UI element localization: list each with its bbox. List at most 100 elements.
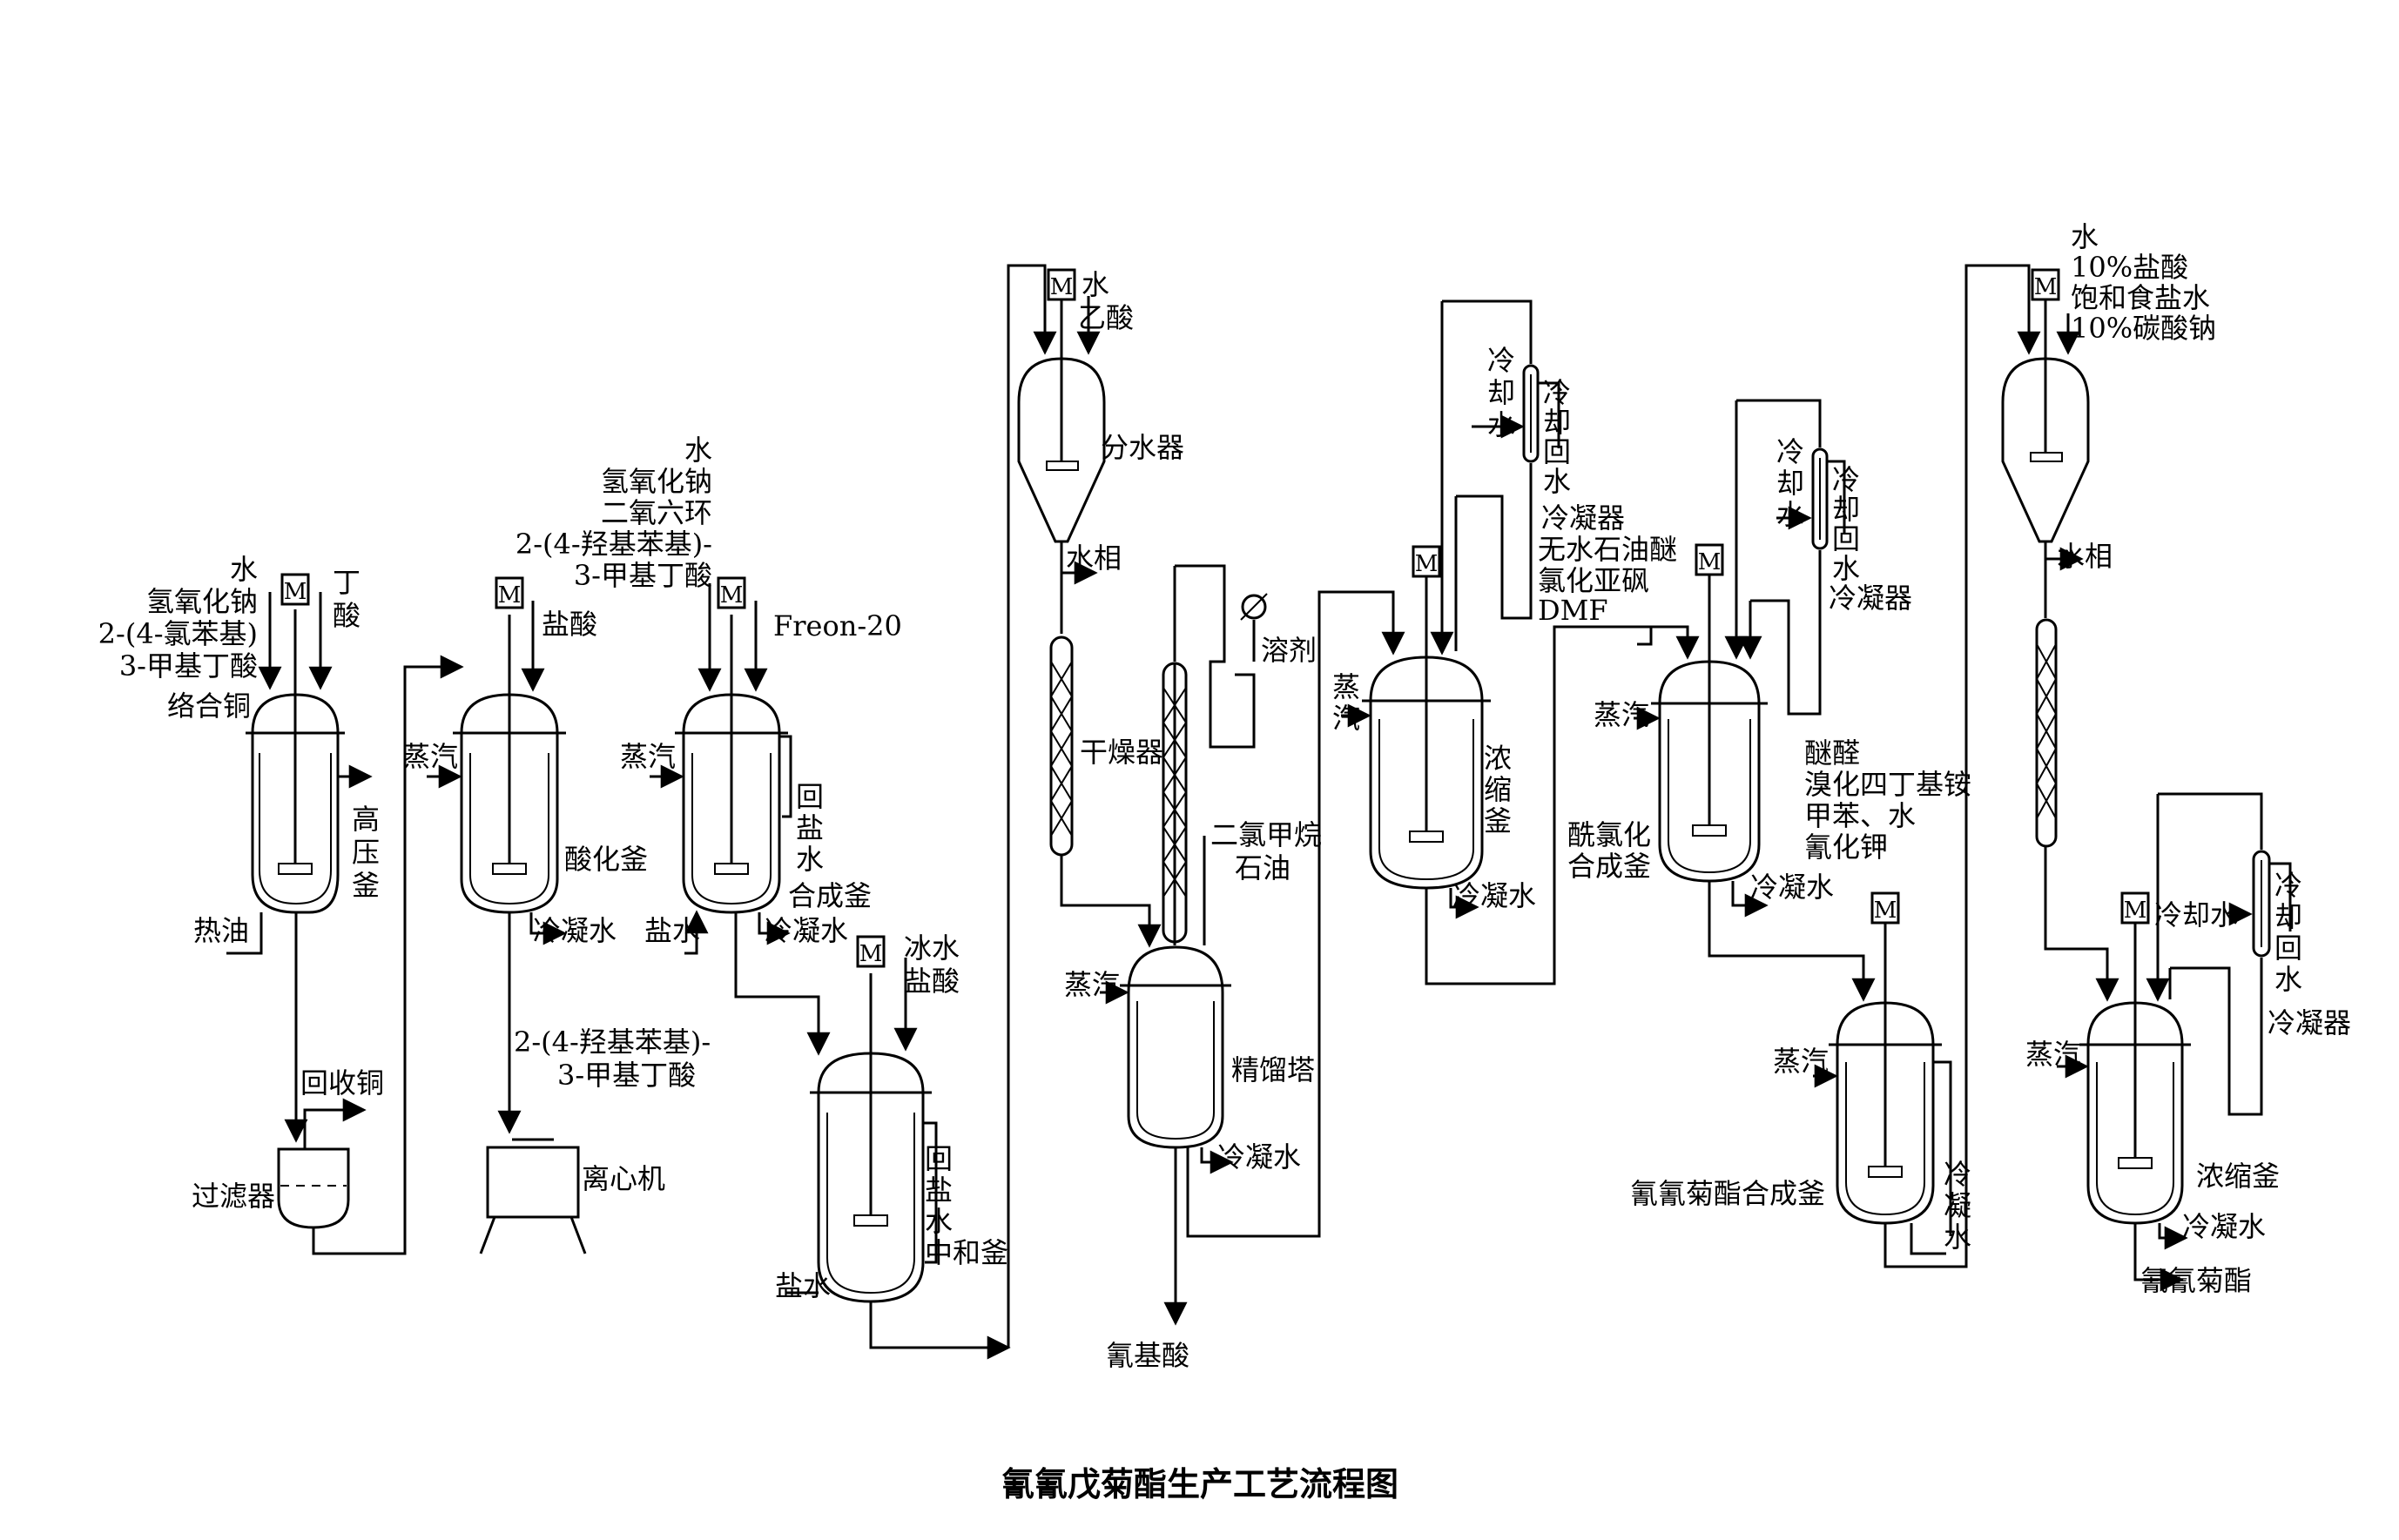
separator-2-vessel: M	[2001, 268, 2090, 543]
cool-ret3-4: 水	[2274, 963, 2302, 996]
concentrator1-2: 缩	[1484, 773, 1512, 806]
cool-ret1-2: 却	[1543, 406, 1571, 439]
steam-c-2: 汽	[1332, 702, 1360, 735]
cool-water2-1: 冷	[1776, 435, 1804, 468]
condenser1-label: 冷凝器	[1541, 501, 1625, 535]
condenser-3	[2252, 850, 2271, 958]
cw-c-label: 冷凝水	[1452, 879, 1536, 912]
ester-reactor-label: 氰氰菊酯合成釜	[1630, 1177, 1825, 1210]
steam-b-label: 蒸汽	[620, 740, 676, 773]
acidifier-vessel: M	[453, 576, 566, 914]
cw-a-label: 冷凝水	[533, 914, 617, 947]
recover-cu-label: 回收铜	[300, 1066, 384, 1100]
motor-icon: M	[717, 576, 746, 609]
motor-icon: M	[280, 573, 310, 606]
feed3-naoh: 氢氧化钠	[601, 465, 712, 498]
centrifuge-machine	[479, 1138, 587, 1254]
cyanoacid-label: 氰基酸	[1106, 1339, 1189, 1372]
filter-vessel	[277, 1147, 350, 1229]
water-phase1-label: 水相	[1066, 541, 1122, 575]
brine-ret-c-3: 水	[925, 1205, 953, 1238]
dichloro-line2: 石油	[1235, 851, 1290, 884]
autoclave-label-2: 压	[352, 836, 380, 869]
feed8-hcl: 10%盐酸	[2071, 251, 2188, 284]
brine-ret-b-2: 盐	[796, 811, 824, 844]
brine-ret-c-1: 回	[925, 1142, 953, 1175]
cw-d-label: 冷凝水	[1750, 871, 1834, 904]
motor-label: M	[284, 579, 307, 605]
acylchloride-2: 合成釜	[1567, 850, 1651, 883]
motor-label: M	[859, 941, 883, 967]
motor-label: M	[1874, 898, 1897, 924]
motor-label: M	[720, 582, 744, 609]
separator1-label: 分水器	[1101, 431, 1184, 464]
cool-water1-2: 却	[1487, 376, 1515, 409]
freon-label: Freon-20	[773, 609, 902, 642]
diagram-caption: 氰氰戊菊酯生产工艺流程图	[1001, 1464, 1398, 1503]
feed3-methylbutyric: 3-甲基丁酸	[574, 559, 712, 592]
rectifier-column	[1120, 662, 1231, 1149]
motor-icon: M	[1412, 545, 1441, 578]
feed7-ether-aldehyde: 醚醛	[1804, 736, 1860, 770]
motor-label: M	[498, 582, 522, 609]
steam-a-label: 蒸汽	[402, 740, 458, 773]
condenser2-label: 冷凝器	[1829, 582, 1912, 615]
motor-label: M	[2124, 898, 2147, 924]
feed4-icewater: 冰水	[904, 931, 960, 965]
cool-water2-2: 却	[1776, 467, 1804, 500]
feed6-thionyl: 氯化亚砜	[1538, 564, 1649, 597]
feed4-hcl: 盐酸	[904, 965, 960, 998]
dryer-column	[1049, 636, 1074, 857]
feed1-naoh: 氢氧化钠	[146, 585, 258, 618]
feed1-methylbutyric: 3-甲基丁酸	[119, 649, 258, 683]
concentrator-1-vessel: M	[1362, 545, 1491, 890]
cw-e-3: 水	[1944, 1221, 1971, 1254]
motor-label: M	[1050, 274, 1074, 300]
motor-icon: M	[495, 576, 524, 609]
brine-in-c-label: 盐水	[775, 1269, 831, 1302]
motor-label: M	[1415, 551, 1439, 577]
cool-water3-label: 冷却水	[2154, 898, 2238, 931]
acidifier-label: 酸化釜	[564, 843, 648, 876]
cool-ret3-3: 回	[2274, 931, 2302, 965]
cool-ret3-2: 却	[2274, 900, 2302, 933]
feed7-tbab: 溴化四丁基铵	[1804, 768, 1971, 801]
cool-ret1-3: 回	[1543, 435, 1571, 468]
cw-b-label: 冷凝水	[765, 914, 848, 947]
steam-r-label: 蒸汽	[1064, 968, 1120, 1001]
rectifier-label: 精馏塔	[1231, 1053, 1315, 1086]
autoclave-label-1: 高	[352, 803, 380, 836]
feed3-hydroxyphenyl: 2-(4-羟基苯基)-	[516, 528, 712, 561]
brine-ret-c-2: 盐	[925, 1173, 953, 1207]
cool-ret2-4: 水	[1832, 552, 1860, 585]
dichloro-line1: 二氯甲烷	[1210, 818, 1322, 851]
motor-label: M	[1698, 549, 1722, 575]
brine-ret-b-3: 水	[796, 843, 824, 876]
steam-d-label: 蒸汽	[1594, 698, 1649, 731]
concentrator-2-vessel: M	[2079, 891, 2191, 1225]
steam-e-label: 蒸汽	[1773, 1045, 1829, 1078]
neutralizer-label: 中和釜	[925, 1236, 1008, 1269]
feed8-na2co3: 10%碳酸钠	[2071, 312, 2216, 345]
filter-label: 过滤器	[192, 1180, 275, 1213]
autoclave-label-3: 釜	[352, 869, 380, 902]
cool-water1-1: 冷	[1487, 344, 1515, 377]
butanol-label-2: 酸	[333, 599, 361, 632]
steam-c-1: 蒸	[1332, 670, 1360, 703]
autoclave-vessel: M	[246, 573, 345, 914]
feed1-water: 水	[230, 553, 258, 586]
concentrator2-label: 浓缩釜	[2196, 1160, 2280, 1193]
motor-icon: M	[1047, 268, 1076, 301]
feed1-chlorophenyl: 2-(4-氯苯基)	[98, 617, 258, 650]
steam-f-label: 蒸汽	[2025, 1038, 2081, 1071]
feed6-ether: 无水石油醚	[1538, 533, 1677, 566]
centrifuge-label: 离心机	[582, 1162, 665, 1195]
feed5-acetic: 乙酸	[1078, 301, 1134, 334]
feed7-toluene: 甲苯、水	[1804, 799, 1916, 832]
feed1-copper: 络合铜	[167, 689, 251, 723]
motor-icon: M	[2031, 268, 2060, 301]
brine-in-b-label: 盐水	[644, 914, 700, 947]
cw-r-label: 冷凝水	[1217, 1140, 1301, 1173]
pipe-network	[226, 264, 2292, 1360]
